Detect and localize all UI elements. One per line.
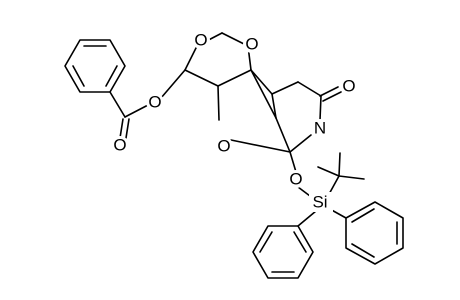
ester-oxygen-label: O bbox=[148, 93, 161, 112]
furan-oxygen-label: O bbox=[217, 137, 230, 156]
lactam-carbonyl-oxygen-label: O bbox=[342, 77, 355, 96]
lactam-ring-bonds bbox=[250, 69, 342, 153]
lactam-nitrogen-label: N bbox=[314, 119, 326, 138]
benzoyl-bonds bbox=[109, 69, 186, 139]
benzoate-carbonyl-oxygen-label: O bbox=[113, 136, 126, 155]
silyl-ether-oxygen-label: O bbox=[289, 170, 302, 189]
atom-labels: O O O O O O N O Si bbox=[111, 31, 358, 212]
dioxane-oxygen-right-label: O bbox=[245, 35, 258, 54]
si-phenyl-ring-right bbox=[327, 201, 404, 265]
dioxane-oxygen-left-label: O bbox=[194, 31, 207, 50]
tert-butyl-group bbox=[317, 152, 365, 197]
silyl-ether-bonds bbox=[289, 151, 311, 197]
si-phenyl-ring-lower bbox=[252, 210, 317, 279]
furanose-ring-bonds bbox=[217, 69, 291, 153]
benzoyl-phenyl-ring bbox=[64, 39, 126, 93]
silicon-atom-label: Si bbox=[312, 193, 327, 212]
